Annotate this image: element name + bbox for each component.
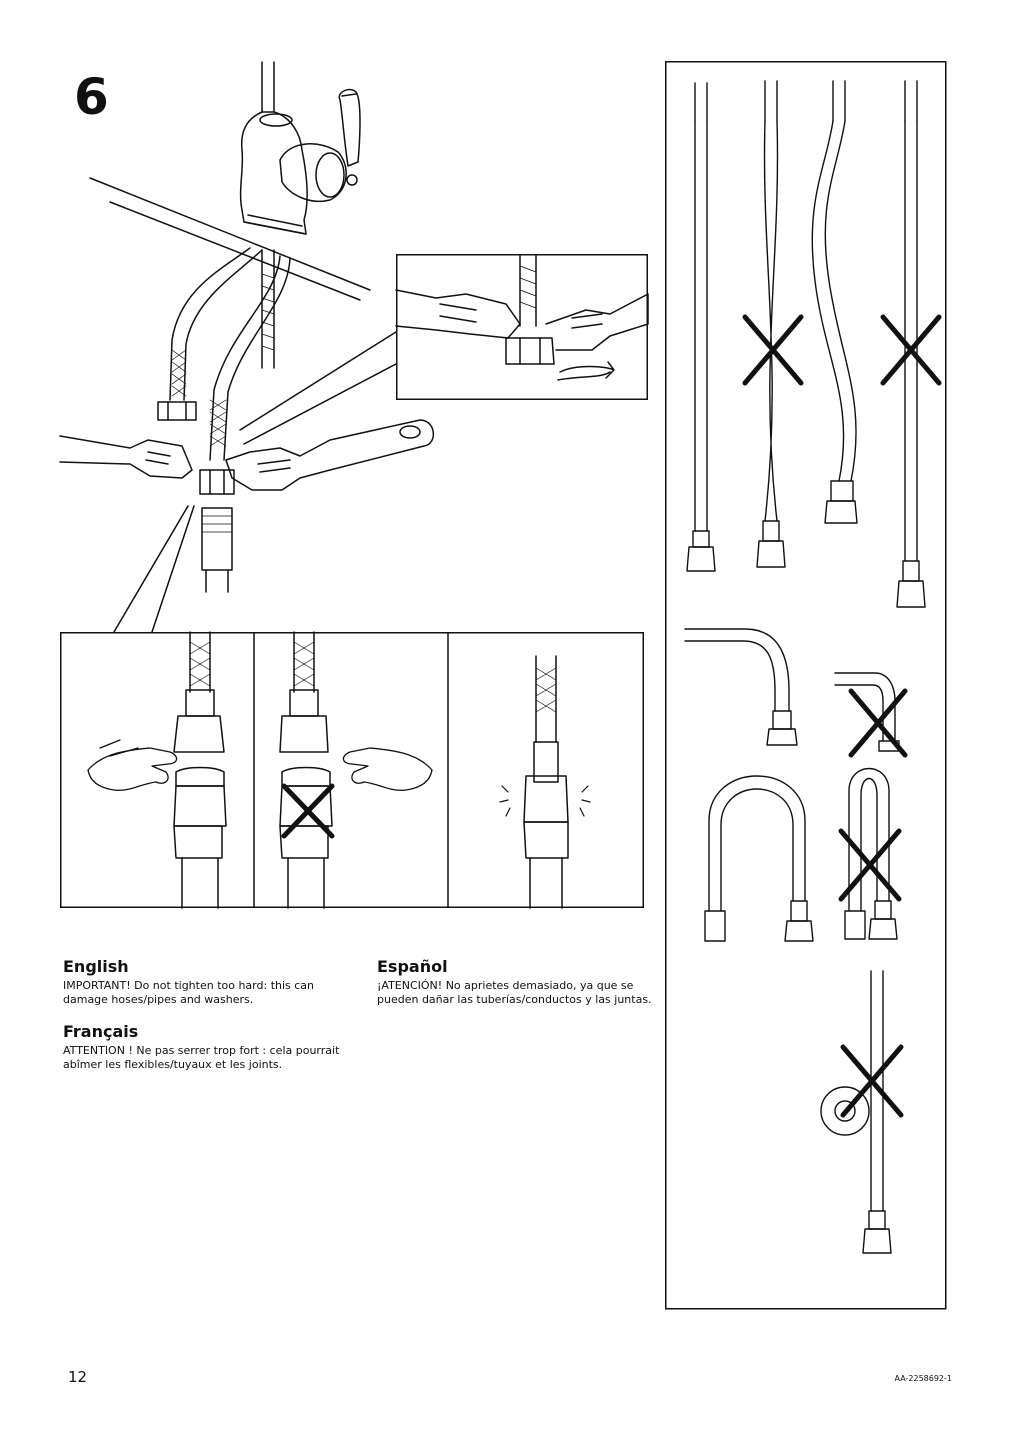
document-code: AA-2258692-1: [894, 1374, 952, 1383]
language-heading: English: [63, 957, 129, 976]
instruction-english: English IMPORTANT! Do not tighten too ha…: [63, 957, 348, 1007]
instruction-espanol: Español ¡ATENCIÓN! No aprietes demasiado…: [377, 957, 662, 1007]
x-mark-icon: [742, 314, 942, 1118]
instruction-francais: Français ATTENTION ! Ne pas serrer trop …: [63, 1022, 348, 1072]
instruction-text: ATTENTION ! Ne pas serrer trop fort : ce…: [63, 1044, 340, 1071]
x-mark-icon: [281, 783, 335, 839]
wrench-detail-inset: [395, 254, 649, 400]
instruction-text: ¡ATENCIÓN! No aprietes demasiado, ya que…: [377, 979, 652, 1006]
connection-detail-panels: [60, 631, 644, 909]
hose-routing-panel: [665, 61, 947, 1310]
language-heading: Français: [63, 1022, 139, 1041]
language-heading: Español: [377, 957, 448, 976]
step-number: 6: [74, 68, 109, 126]
page-number: 12: [68, 1368, 88, 1386]
pointing-hand-icon: [342, 747, 433, 791]
instruction-text: IMPORTANT! Do not tighten too hard: this…: [63, 979, 315, 1006]
pointing-hand-icon: [87, 739, 178, 791]
